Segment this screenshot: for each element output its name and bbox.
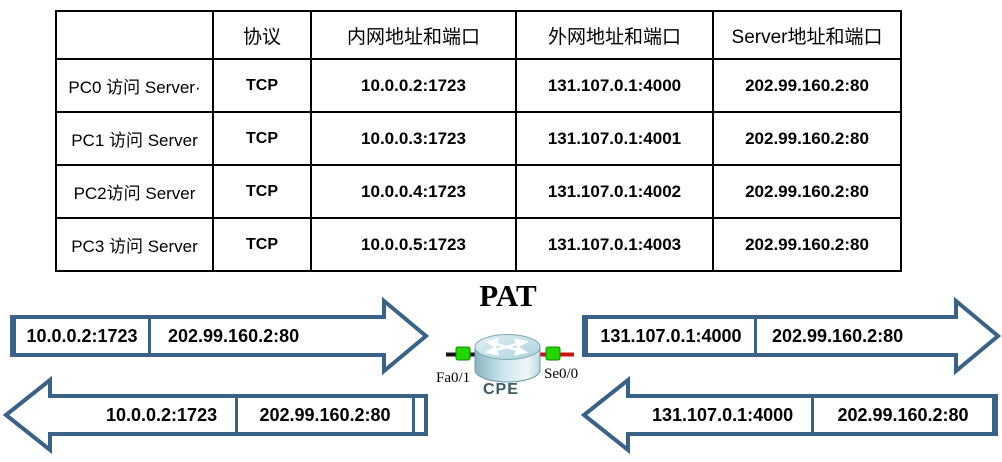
cell-server: 202.99.160.2:80 — [712, 58, 902, 113]
pat-title: PAT — [479, 278, 537, 313]
packet-destination-text: 10.0.0.2:1723 — [106, 405, 218, 425]
router-icon — [446, 334, 574, 383]
arrow-reply-inside: 10.0.0.2:1723 202.99.160.2:80 — [2, 376, 430, 456]
packet-source-box: 202.99.160.2:80 — [811, 395, 995, 435]
col-header-protocol: 协议 — [212, 10, 312, 60]
table-row-pc3: PC3 访问 Server TCP 10.0.0.5:1723 131.107.… — [55, 217, 902, 272]
cell-protocol: TCP — [212, 58, 312, 113]
table-header-row: 协议 内网地址和端口 外网地址和端口 Server地址和端口 — [55, 10, 902, 60]
row-label: PC0 访问 Server· — [55, 58, 214, 113]
cell-server: 202.99.160.2:80 — [712, 164, 902, 219]
packet-destination-text: 202.99.160.2:80 — [168, 326, 300, 346]
cell-external: 131.107.0.1:4000 — [515, 58, 714, 113]
row-label: PC2访问 Server — [55, 164, 214, 219]
arrow-request-inside: 10.0.0.2:1723 202.99.160.2:80 — [10, 297, 430, 377]
col-header-empty — [55, 10, 214, 60]
cell-external: 131.107.0.1:4002 — [515, 164, 714, 219]
cell-protocol: TCP — [212, 111, 312, 166]
interface-label-fa0-1: Fa0/1 — [436, 370, 471, 386]
cell-protocol: TCP — [212, 164, 312, 219]
cell-server: 202.99.160.2:80 — [712, 111, 902, 166]
router-cpe — [428, 327, 578, 389]
packet-source-box: 10.0.0.2:1723 — [13, 316, 151, 356]
cell-external: 131.107.0.1:4003 — [515, 217, 714, 272]
router-arrows-glyph — [484, 338, 529, 356]
cell-server: 202.99.160.2:80 — [712, 217, 902, 272]
cell-internal: 10.0.0.3:1723 — [310, 111, 517, 166]
cell-internal: 10.0.0.2:1723 — [310, 58, 517, 113]
cell-protocol: TCP — [212, 217, 312, 272]
col-header-external: 外网地址和端口 — [515, 10, 714, 60]
arrow-request-outside: 131.107.0.1:4000 202.99.160.2:80 — [582, 297, 1002, 377]
packet-destination-text: 202.99.160.2:80 — [772, 326, 904, 346]
table-row-pc1: PC1 访问 Server TCP 10.0.0.3:1723 131.107.… — [55, 111, 902, 166]
row-label: PC1 访问 Server — [55, 111, 214, 166]
packet-destination-text: 131.107.0.1:4000 — [652, 405, 794, 425]
col-header-internal: 内网地址和端口 — [310, 10, 517, 60]
arrow-reply-outside: 131.107.0.1:4000 202.99.160.2:80 — [580, 376, 1000, 456]
cell-external: 131.107.0.1:4001 — [515, 111, 714, 166]
table-row-pc0: PC0 访问 Server· TCP 10.0.0.2:1723 131.107… — [55, 58, 902, 113]
cell-internal: 10.0.0.4:1723 — [310, 164, 517, 219]
nat-translation-table: 协议 内网地址和端口 外网地址和端口 Server地址和端口 PC0 访问 Se… — [55, 10, 902, 272]
router-hostname: CPE — [483, 381, 519, 398]
port-led-right — [545, 346, 561, 361]
interface-label-se0-0: Se0/0 — [544, 366, 579, 382]
col-header-server: Server地址和端口 — [712, 10, 902, 60]
row-label: PC3 访问 Server — [55, 217, 214, 272]
packet-source-box: 131.107.0.1:4000 — [585, 316, 757, 356]
port-led-left — [455, 346, 471, 361]
cell-internal: 10.0.0.5:1723 — [310, 217, 517, 272]
table-row-pc2: PC2访问 Server TCP 10.0.0.4:1723 131.107.0… — [55, 164, 902, 219]
packet-source-box: 202.99.160.2:80 — [235, 395, 415, 435]
